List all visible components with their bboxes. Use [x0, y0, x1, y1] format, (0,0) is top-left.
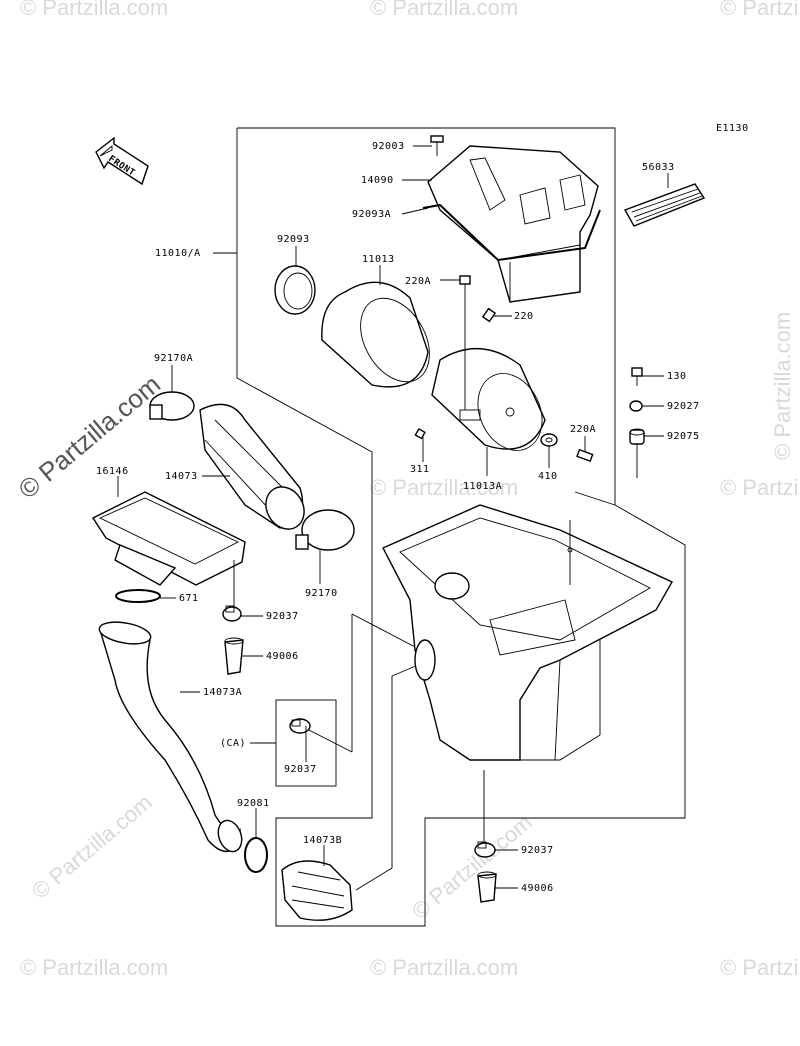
part-label: 92170A — [154, 353, 193, 364]
clip-311 — [414, 427, 426, 440]
leader-lines — [117, 145, 669, 889]
part-label: 14090 — [361, 175, 394, 186]
tube-49006-right — [477, 871, 497, 903]
washer-410 — [540, 433, 558, 447]
watermark: © Partzilla.com — [720, 475, 800, 500]
diagram-code: E1130 — [716, 123, 749, 134]
watermark: © Partzilla.com — [720, 0, 800, 20]
tube-49006-left — [224, 637, 244, 675]
resonator-16146 — [91, 491, 246, 614]
part-label: 92037 — [521, 845, 554, 856]
watermark: © Partzilla.com — [407, 809, 537, 923]
watermark: © Partzilla.com — [20, 0, 168, 20]
clamp-92170A — [149, 391, 195, 421]
filter-holder-11013A — [431, 348, 546, 451]
part-label: (CA) — [220, 738, 246, 749]
clamp-92037-right — [474, 841, 496, 858]
intake-duct-14073 — [199, 403, 305, 530]
watermark-layer: © Partzilla.com © Partzilla.com © Partzi… — [13, 0, 800, 980]
part-label: 49006 — [266, 651, 299, 662]
watermark: © Partzilla.com — [20, 955, 168, 980]
duct-14073B — [281, 860, 353, 921]
part-label: 92027 — [667, 401, 700, 412]
bolt-220A-right — [576, 448, 594, 463]
part-label: 92170 — [305, 588, 338, 599]
part-label: 220A — [570, 424, 596, 435]
part-label: 14073 — [165, 471, 198, 482]
watermark: © Partzilla.com — [770, 312, 795, 460]
band-92081 — [244, 837, 268, 873]
assembly-frame — [213, 127, 686, 927]
part-label: 130 — [667, 371, 687, 382]
part-label: 11010/A — [155, 248, 201, 259]
bolt-130 — [631, 367, 643, 386]
part-label: 92093A — [352, 209, 391, 220]
part-label: 92075 — [667, 431, 700, 442]
watermark: © Partzilla.com — [27, 789, 157, 903]
bolt-220 — [481, 307, 497, 323]
seal-92093 — [274, 265, 316, 315]
ca-box — [250, 699, 337, 787]
watermark: © Partzilla.com — [720, 955, 800, 980]
part-label: 11013 — [362, 254, 395, 265]
front-arrow-icon: FRONT — [95, 136, 149, 186]
clamp-92170 — [295, 509, 355, 551]
clamp-92037-ca — [289, 718, 311, 734]
part-label: 92093 — [277, 234, 310, 245]
grommet-92075 — [629, 428, 645, 478]
part-labels: 92003 14090 92093A 56033 11010/A 92093 1… — [96, 141, 700, 894]
part-label: 56033 — [642, 162, 675, 173]
cover-gasket — [422, 203, 601, 262]
watermark: © Partzilla.com — [370, 0, 518, 20]
watermark: © Partzilla.com — [370, 955, 518, 980]
watermark-main: © Partzilla.com — [13, 369, 166, 505]
part-label: 92037 — [266, 611, 299, 622]
part-label: 410 — [538, 471, 558, 482]
part-label: 16146 — [96, 466, 129, 477]
duct-14073A — [98, 621, 243, 853]
part-label: 311 — [410, 464, 430, 475]
air-cleaner-case — [382, 504, 673, 846]
clamp-92037-left — [222, 605, 242, 622]
part-label: 220A — [405, 276, 431, 287]
bolt-92003 — [430, 135, 444, 156]
watermark: © Partzilla.com — [370, 475, 518, 500]
part-label: 14073B — [303, 835, 342, 846]
part-label: 14073A — [203, 687, 242, 698]
oring-671 — [115, 589, 161, 603]
part-label: 92081 — [237, 798, 270, 809]
part-label: 11013A — [463, 481, 502, 492]
part-label: 49006 — [521, 883, 554, 894]
collar-92027 — [629, 400, 643, 412]
part-label: 220 — [514, 311, 534, 322]
air-cleaner-cover — [427, 145, 599, 303]
part-label: 92003 — [372, 141, 405, 152]
part-label: 92037 — [284, 764, 317, 775]
filter-element-11013 — [321, 281, 430, 388]
pad-56033 — [623, 183, 706, 227]
part-label: 671 — [179, 593, 199, 604]
